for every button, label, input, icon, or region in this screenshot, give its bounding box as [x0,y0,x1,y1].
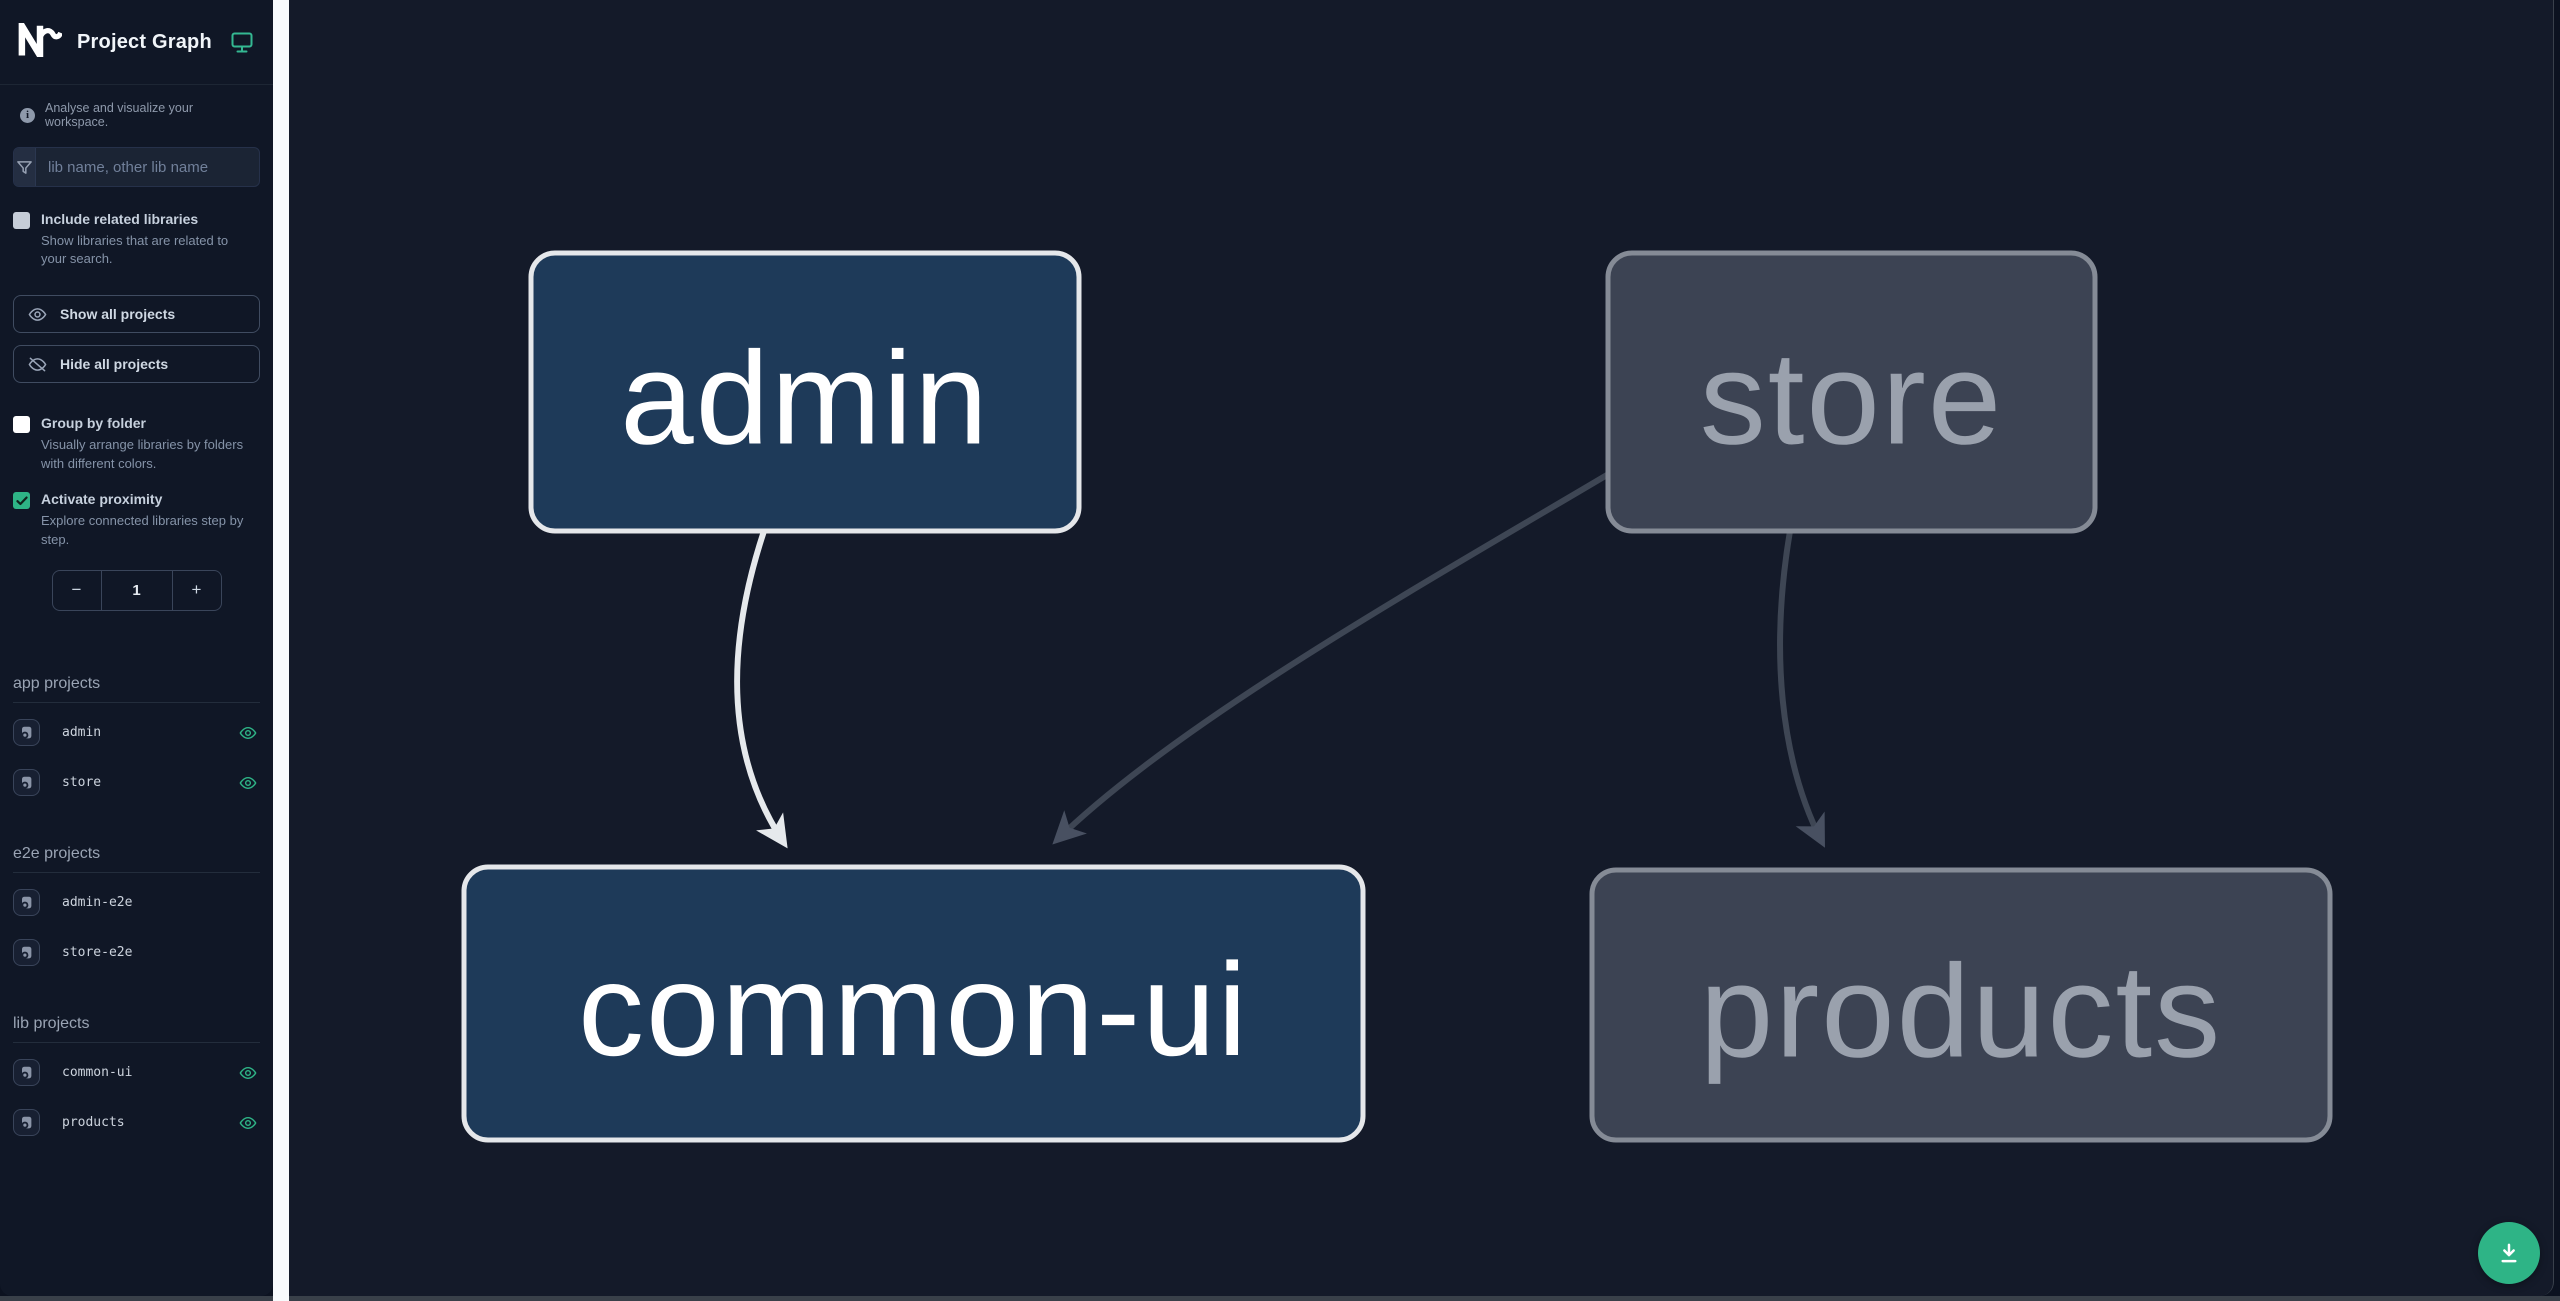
focus-icon [21,1116,32,1129]
edge-store-to-common-ui [1052,469,1614,845]
group-by-folder-checkbox[interactable] [13,416,30,434]
focus-project-button[interactable] [13,769,40,797]
project-row-admin: admin [0,713,273,753]
monitor-icon [231,32,253,53]
graph-node-store[interactable]: store [1605,250,2098,534]
graph-node-label: common-ui [578,936,1249,1083]
project-sections: app projects admin store [0,675,273,1185]
focus-icon [21,896,32,909]
decrement-button[interactable]: − [53,571,101,610]
graph-node-products[interactable]: products [1589,867,2333,1143]
graph-node-label: products [1700,938,2222,1085]
project-row-common-ui: common-ui [0,1053,273,1093]
tagline-text: Analyse and visualize your workspace. [45,101,193,129]
focus-project-button[interactable] [13,719,40,747]
graph-node-label: store [1700,325,2003,472]
show-all-projects-label: Show all projects [60,306,176,323]
focus-icon [21,726,32,739]
group-by-folder-option: Group by folder Visually arrange librari… [13,415,260,473]
eye-icon [28,307,47,322]
filter-funnel-icon [14,148,36,186]
section-title: lib projects [13,1015,260,1043]
hide-all-projects-label: Hide all projects [60,356,169,373]
activate-proximity-label: Activate proximity [41,491,163,508]
focus-icon [21,946,32,959]
nx-logo-icon [18,13,64,67]
project-name: store [62,775,102,791]
sidebar: Project Graph i Analyse and visualize yo… [0,0,273,1296]
eye-slash-icon [28,357,47,372]
activate-proximity-checkbox[interactable] [13,492,30,510]
info-icon: i [20,107,35,123]
activate-proximity-option: Activate proximity Explore connected lib… [13,491,260,549]
page-bottom-strip [0,1296,2560,1301]
sidebar-resize-handle[interactable] [273,0,289,1301]
project-row-store: store [0,763,273,803]
activate-proximity-description: Explore connected libraries step by step… [41,512,244,547]
focus-project-button[interactable] [13,889,40,917]
project-name: admin-e2e [62,895,133,911]
project-graph-canvas[interactable]: admin store common-ui products [289,0,2553,1296]
check-icon [15,496,28,505]
download-icon [2501,1243,2517,1263]
download-graph-button[interactable] [2478,1222,2540,1284]
sidebar-header: Project Graph [0,0,273,85]
project-name: admin [62,725,102,741]
search-box [13,147,260,187]
focus-icon [21,1066,32,1079]
visibility-eye-icon[interactable] [239,1066,257,1080]
page-title: Project Graph [77,30,212,53]
project-row-products: products [0,1103,273,1143]
graph-node-label: admin [620,325,990,472]
focus-icon [21,776,32,789]
project-row-store-e2e: store-e2e [0,933,273,973]
visibility-eye-icon[interactable] [239,1116,257,1130]
graph-panel: admin store common-ui products [289,0,2554,1296]
include-related-label: Include related libraries [41,211,199,227]
search-input[interactable] [36,148,259,186]
proximity-depth-stepper: − 1 + [51,569,222,611]
section-title: e2e projects [13,845,260,873]
visibility-eye-icon[interactable] [239,726,257,740]
edge-store-to-products [1777,530,1825,848]
edge-admin-to-common-ui [734,530,788,849]
focus-project-button[interactable] [13,1059,40,1087]
include-related-option: Include related libraries Show libraries… [13,211,260,269]
project-row-admin-e2e: admin-e2e [0,883,273,923]
increment-button[interactable]: + [173,571,221,610]
hide-all-projects-button[interactable]: Hide all projects [13,345,260,384]
show-all-projects-button[interactable]: Show all projects [13,295,260,334]
focus-project-button[interactable] [13,939,40,967]
project-section: app projects admin store [0,675,273,803]
group-by-folder-description: Visually arrange libraries by folders wi… [41,436,244,471]
tagline-row: i Analyse and visualize your workspace. [0,85,273,135]
graph-node-common-ui[interactable]: common-ui [461,864,1366,1143]
graph-node-admin[interactable]: admin [528,250,1082,534]
project-section: e2e projects admin-e2e store-e2e [0,845,273,973]
group-by-folder-label: Group by folder [41,415,146,432]
focus-project-button[interactable] [13,1109,40,1137]
proximity-depth-value: 1 [100,570,173,610]
project-name: products [62,1115,125,1131]
include-related-checkbox[interactable] [13,212,30,229]
project-section: lib projects common-ui products [0,1015,273,1143]
include-related-description: Show libraries that are related to your … [41,232,229,267]
section-title: app projects [13,675,260,703]
project-name: common-ui [62,1065,133,1081]
project-name: store-e2e [62,945,133,961]
visibility-eye-icon[interactable] [239,776,257,790]
